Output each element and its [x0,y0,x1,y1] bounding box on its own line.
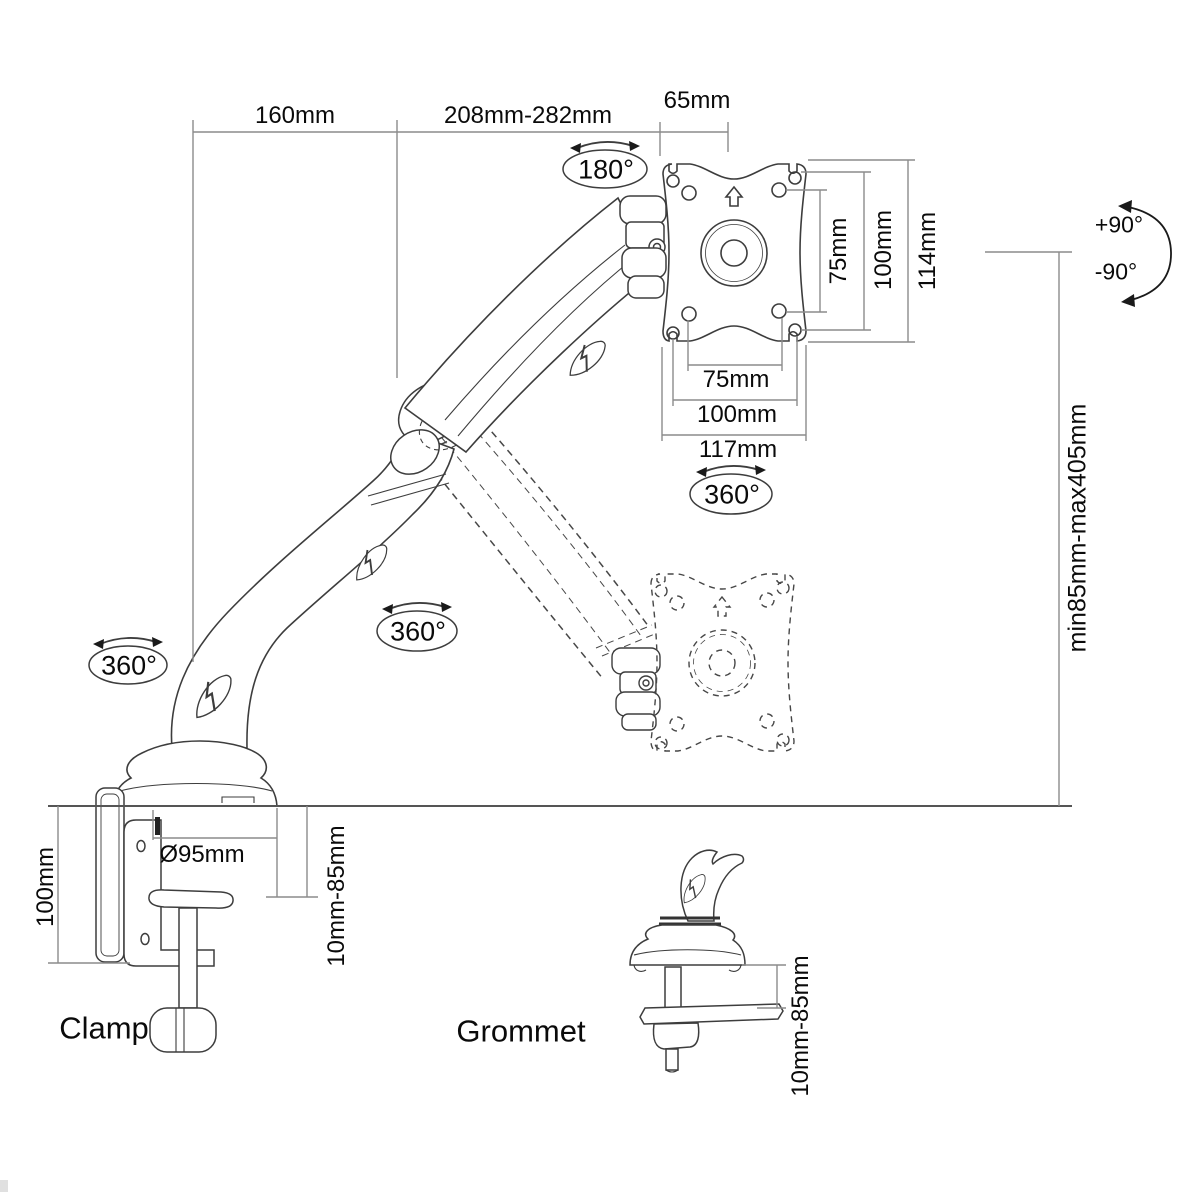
clamp-bracket-hole [136,839,146,853]
dim-vesa-h100: 100mm [696,401,778,428]
tilt-down-label: -90° [1094,258,1138,285]
arm-upper-segment [403,196,657,454]
grommet-lower-rod [665,1048,679,1071]
rotation-360-base-label: 360° [101,650,157,681]
clamp-knob [149,1007,217,1053]
clamp-bracket [123,819,215,967]
dim-vesa-v75: 75mm [825,217,852,285]
dim-arm-front-reach: 208mm-282mm [443,102,613,129]
grommet-rod [664,966,682,1011]
arm-lower-segment [170,429,455,749]
head-joint-ghost [611,647,661,731]
rotation-360-base-badge [88,636,168,685]
clamp-label: Clamp [59,1010,149,1046]
vesa-plate [662,163,807,342]
rotation-180-label: 180° [578,154,634,185]
vesa-plate-ghost [650,573,795,752]
dim-vesa-height: 114mm [914,211,941,291]
base-dome [112,740,278,807]
rotation-360-elbow-label: 360° [390,616,446,647]
dim-height-range: min85mm-max405mm [1063,403,1092,653]
rotation-360-vesa-label: 360° [704,479,760,510]
grommet-label: Grommet [456,1013,586,1049]
tilt-arc-icon [1118,200,1172,307]
grommet-base [629,924,746,966]
dim-arm-rear-reach: 160mm [254,102,336,129]
rotation-360-vesa-badge [689,464,773,515]
grommet-block [652,1022,700,1050]
rotation-180-badge [562,140,648,189]
clamp-back-plate [95,787,125,963]
grommet-bar [639,1003,784,1025]
head-joint [619,195,667,299]
dim-vesa-h75: 75mm [702,366,770,393]
rotation-360-elbow-badge [376,601,458,652]
clamp-bracket-hole [140,932,150,946]
grommet-stub [680,849,745,922]
dim-clamp-column-height: 100mm [32,846,59,928]
dim-vesa-v100: 100mm [870,209,897,291]
base-pin-mark [155,817,160,835]
watermark-artifact [0,1180,8,1192]
dim-base-diameter: Ø95mm [159,841,245,868]
dim-clamp-desk-thickness: 10mm-85mm [323,825,350,967]
grommet-assembly [629,849,784,1073]
tilt-up-label: +90° [1094,211,1144,238]
dim-vesa-offset: 65mm [663,87,731,114]
dim-grommet-desk-thickness: 10mm-85mm [787,955,814,1097]
dim-vesa-width: 117mm [698,436,778,463]
clamp-screw [178,907,198,1009]
clamp-pad [148,889,234,909]
dimension-lines [48,120,1072,1009]
rotation-badges [88,140,773,685]
clamp-assembly [95,787,234,1053]
